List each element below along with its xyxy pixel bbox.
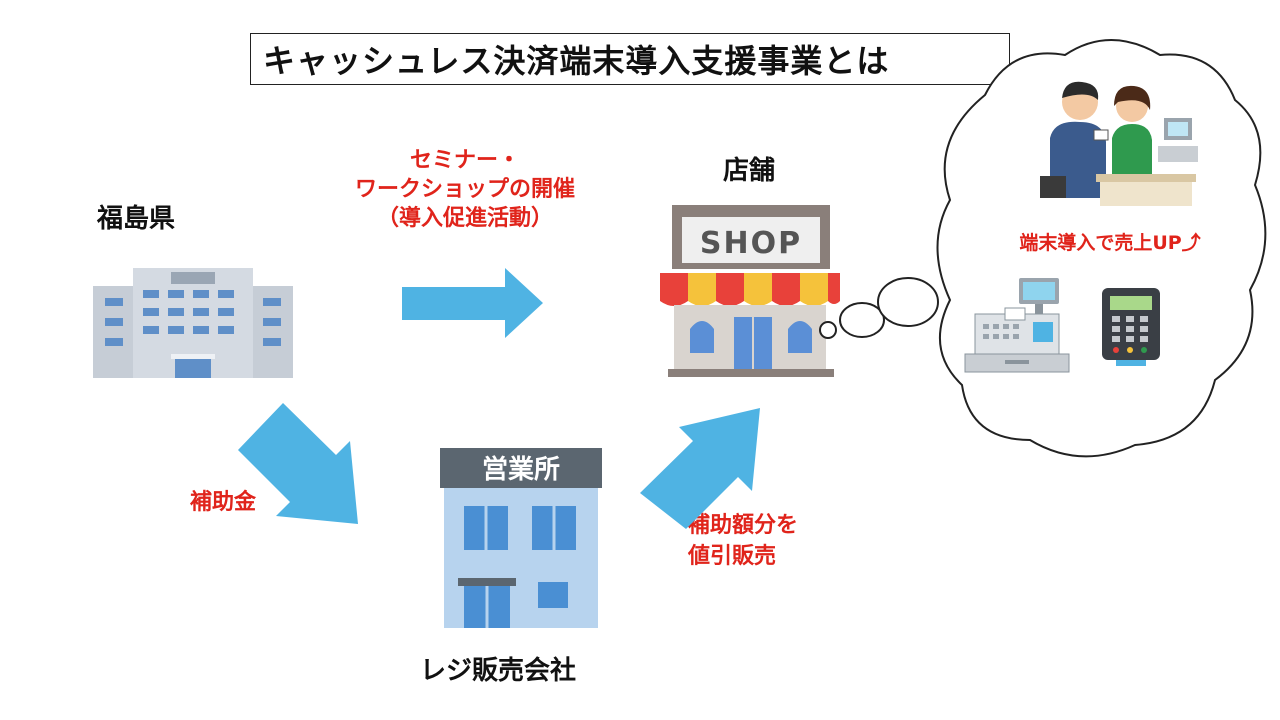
register-company-label: レジ販売会社 — [420, 656, 577, 686]
shop-icon: SHOP — [660, 205, 840, 377]
card-terminal-icon — [1102, 288, 1160, 366]
cash-register-icon — [964, 278, 1070, 373]
arrow-subsidy — [238, 403, 358, 524]
arrow-discount — [640, 408, 760, 529]
discount-label: 補助額分を 値引販売 — [688, 510, 798, 572]
seminar-label: セミナー・ ワークショップの開催 （導入促進活動） — [300, 146, 630, 233]
subsidy-label: 補助金 — [190, 490, 257, 515]
sales-office-icon: 営業所 — [440, 448, 602, 628]
seminar-label-line2: ワークショップの開催 — [354, 177, 575, 202]
discount-label-line1: 補助額分を — [688, 513, 799, 538]
seminar-label-line3: （導入促進活動） — [376, 206, 553, 231]
page-title: キャッシュレス決済端末導入支援事業とは — [250, 33, 1010, 85]
thought-bubble-text: 端末導入で売上UP⤴ — [1019, 232, 1201, 254]
office-sign-text: 営業所 — [482, 455, 560, 485]
discount-label-line2: 値引販売 — [688, 544, 777, 569]
shop-sign-text: SHOP — [700, 226, 802, 261]
shop-clerk-and-customer-icon — [1040, 81, 1198, 206]
shop-label: 店舗 — [723, 156, 776, 186]
government-building-icon — [93, 268, 293, 378]
prefecture-label: 福島県 — [97, 204, 176, 234]
arrow-seminar — [402, 268, 543, 338]
seminar-label-line1: セミナー・ — [409, 148, 520, 173]
